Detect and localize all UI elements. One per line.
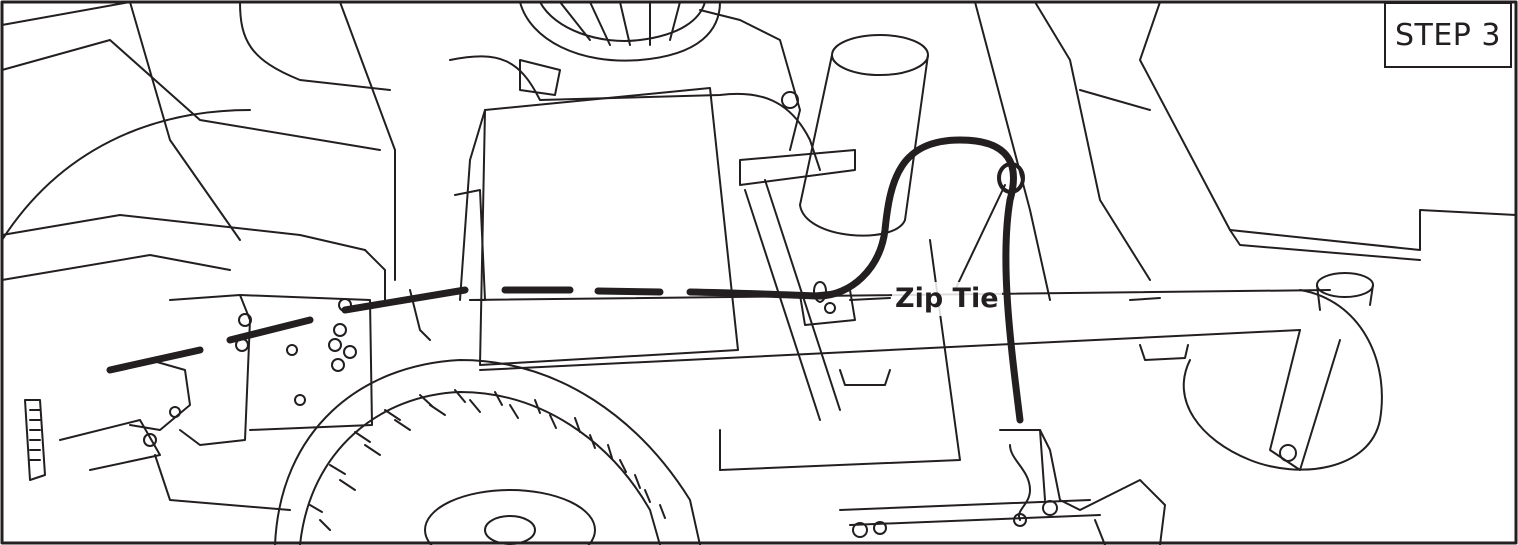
tire (274, 359, 701, 545)
engine (449, 1, 856, 186)
left-seat-panel (1, 1, 396, 301)
caster-wheel (1182, 272, 1383, 471)
zip-tie-label: Zip Tie (892, 282, 1002, 316)
left-bracket (24, 294, 373, 511)
tank (799, 34, 929, 237)
right-seat (974, 1, 1517, 301)
control-plate (409, 87, 739, 366)
step-label: STEP 3 (1384, 2, 1512, 68)
callout-leaders (849, 184, 1006, 301)
linkage (839, 429, 1166, 545)
rails (719, 179, 961, 471)
cable (106, 136, 1025, 424)
